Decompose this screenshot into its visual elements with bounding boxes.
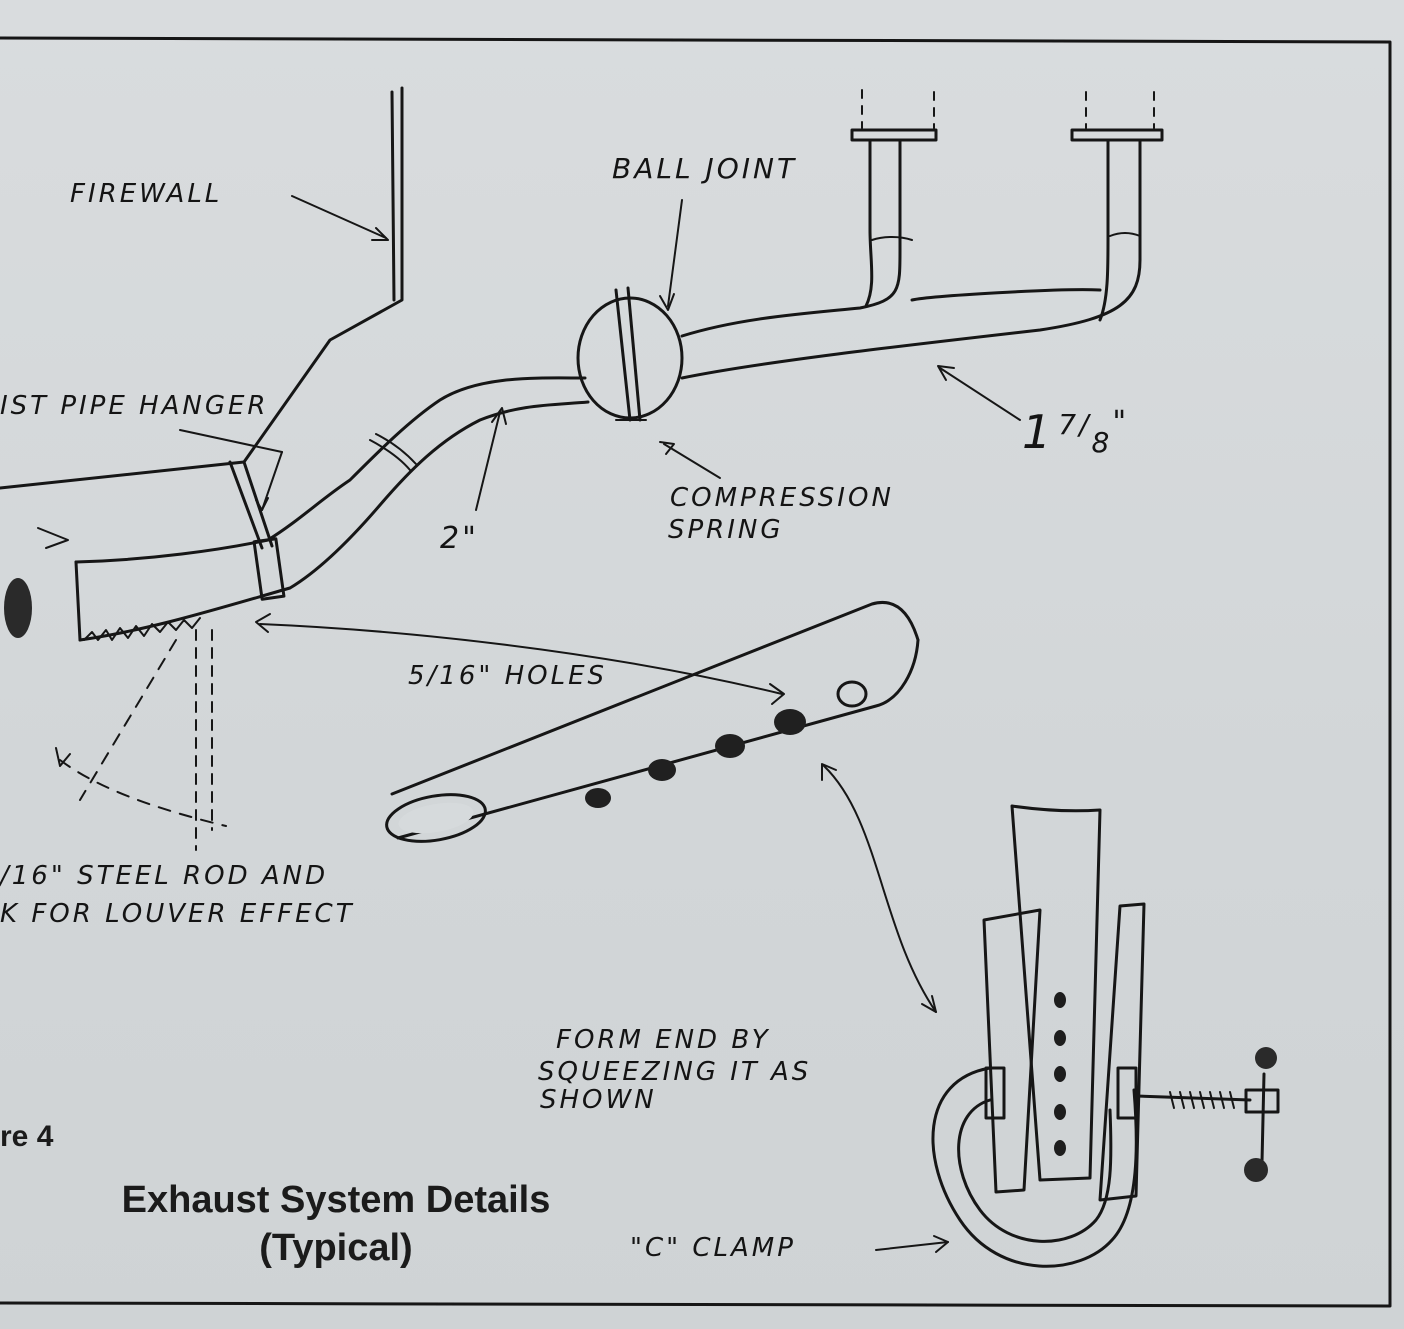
label-shown: SHOWN [540, 1085, 657, 1115]
label-spring: SPRING [668, 515, 784, 545]
label-c-clamp: "C" CLAMP [630, 1233, 796, 1263]
label-form-end: FORM END BY [556, 1025, 771, 1055]
label-firewall: FIREWALL [70, 179, 222, 209]
caption-subtitle: (Typical) [259, 1227, 412, 1269]
ball-joint [576, 199, 684, 422]
c-clamp [875, 804, 1280, 1268]
label-size-pipe: 2" [440, 521, 479, 556]
label-holes: 5/16" HOLES [408, 661, 607, 691]
compression-spring-arrow [659, 441, 721, 479]
label-steel-rod: /16" STEEL ROD AND [0, 861, 328, 891]
label-ball-joint: BALL JOINT [612, 152, 797, 185]
label-louver-effect: K FOR LOUVER EFFECT [0, 899, 355, 929]
figure-frame [0, 36, 1392, 1308]
tailpipe [4, 376, 590, 851]
clamp-arrow [821, 763, 937, 1013]
firewall [0, 86, 404, 490]
figure-label: re 4 [0, 1120, 54, 1153]
caption-title: Exhaust System Details [122, 1179, 551, 1221]
label-squeezing: SQUEEZING IT AS [538, 1057, 811, 1087]
label-pipe-hanger: IST PIPE HANGER [0, 391, 268, 421]
label-compression: COMPRESSION [670, 483, 894, 513]
header-pipes [475, 89, 1164, 511]
perforated-tailpipe [255, 600, 920, 843]
